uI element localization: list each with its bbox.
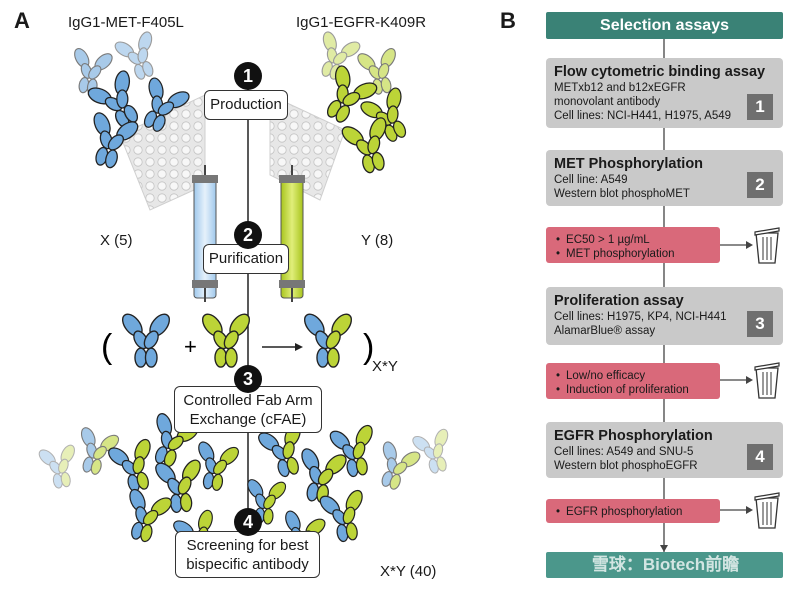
open-paren: ( [101, 328, 113, 366]
step-4-line-2: bispecific antibody [186, 556, 309, 573]
x-count-label: X (5) [100, 232, 133, 249]
right-well-plate [269, 94, 346, 201]
reject-criteria-1: EC50 > 1 µg/mL MET phosphorylation [546, 227, 720, 263]
blue-antibody [118, 309, 174, 368]
assay-2-detail-1: Cell line: A549 [554, 174, 628, 186]
assay-2-detail-2: Western blot phosphoMET [554, 188, 690, 200]
watermark-text: 雪球：Biotech前瞻 [591, 555, 740, 574]
assay-3-title: Proliferation assay [554, 293, 684, 309]
plus-sign: + [184, 334, 197, 359]
assay-2-number: 2 [747, 172, 773, 198]
trash-can-icon [754, 227, 780, 264]
xy-count-label: X*Y (40) [380, 563, 437, 580]
reject-criteria-3: EGFR phosphorylation [546, 499, 720, 523]
assay-2-box: MET Phosphorylation Cell line: A549 West… [546, 150, 783, 206]
blue-purification-column [192, 165, 218, 302]
y-count-label: Y (8) [361, 232, 394, 249]
bispecific-antibody [300, 309, 356, 368]
step-1-number: 1 [234, 62, 262, 90]
assay-4-detail-1: Cell lines: A549 and SNU-5 [554, 446, 694, 458]
assay-3-detail-1: Cell lines: H1975, KP4, NCI-H441 [554, 311, 727, 323]
step-3-line-1: Controlled Fab Arm [183, 392, 313, 409]
step-3-number: 3 [234, 365, 262, 393]
green-purification-column [279, 165, 305, 302]
step-3-line-2: Exchange (cFAE) [189, 411, 307, 428]
assay-1-detail-2: monovolant antibody [554, 96, 661, 108]
step-4-line-1: Screening for best [186, 537, 309, 554]
assay-4-box: EGFR Phosphorylation Cell lines: A549 an… [546, 422, 783, 478]
step-4-box: Screening for best bispecific antibody [175, 531, 320, 578]
assay-2-title: MET Phosphorylation [554, 156, 704, 172]
assay-3-detail-2: AlamarBlue® assay [554, 325, 656, 337]
step-2-number: 2 [234, 221, 262, 249]
panel-a-letter: A [14, 8, 30, 33]
xy-label: X*Y [372, 358, 398, 375]
right-molecule-label: IgG1-EGFR-K409R [296, 14, 427, 31]
step-1-box: Production [204, 90, 288, 120]
step-4-number: 4 [234, 508, 262, 536]
close-paren: ) [363, 328, 374, 366]
left-molecule-label: IgG1-MET-F405L [68, 14, 184, 31]
reject-1-item-2: MET phosphorylation [556, 247, 712, 261]
panel-b-letter: B [500, 8, 516, 33]
step-2-label: Purification [208, 250, 284, 267]
selection-footer-bar [546, 552, 783, 578]
assay-1-number: 1 [747, 94, 773, 120]
selection-assays-header: Selection assays [546, 12, 783, 39]
step-1-label: Production [210, 96, 282, 113]
green-antibody [198, 309, 254, 368]
assay-3-box: Proliferation assay Cell lines: H1975, K… [546, 287, 783, 345]
trash-can-icon [754, 492, 780, 529]
assay-3-number: 3 [747, 311, 773, 337]
assay-1-box: Flow cytometric binding assay METxb12 an… [546, 58, 783, 128]
assay-4-title: EGFR Phosphorylation [554, 428, 713, 444]
reject-criteria-2: Low/no efficacy Induction of proliferati… [546, 363, 720, 399]
trash-can-icon [754, 362, 780, 399]
assay-4-detail-2: Western blot phosphoEGFR [554, 460, 698, 472]
reject-1-item-1: EC50 > 1 µg/mL [556, 233, 712, 247]
assay-1-detail-1: METxb12 and b12xEGFR [554, 82, 686, 94]
reject-3-item-1: EGFR phosphorylation [556, 505, 712, 519]
workflow-illustration: ( + ) [34, 26, 461, 568]
assay-4-number: 4 [747, 444, 773, 470]
reject-2-item-2: Induction of proliferation [556, 383, 712, 397]
assay-1-detail-3: Cell lines: NCI-H441, H1975, A549 [554, 110, 732, 122]
reject-2-item-1: Low/no efficacy [556, 369, 712, 383]
assay-1-title: Flow cytometric binding assay [554, 64, 766, 80]
step-2-box: Purification [203, 244, 289, 274]
step-3-box: Controlled Fab Arm Exchange (cFAE) [174, 386, 322, 433]
